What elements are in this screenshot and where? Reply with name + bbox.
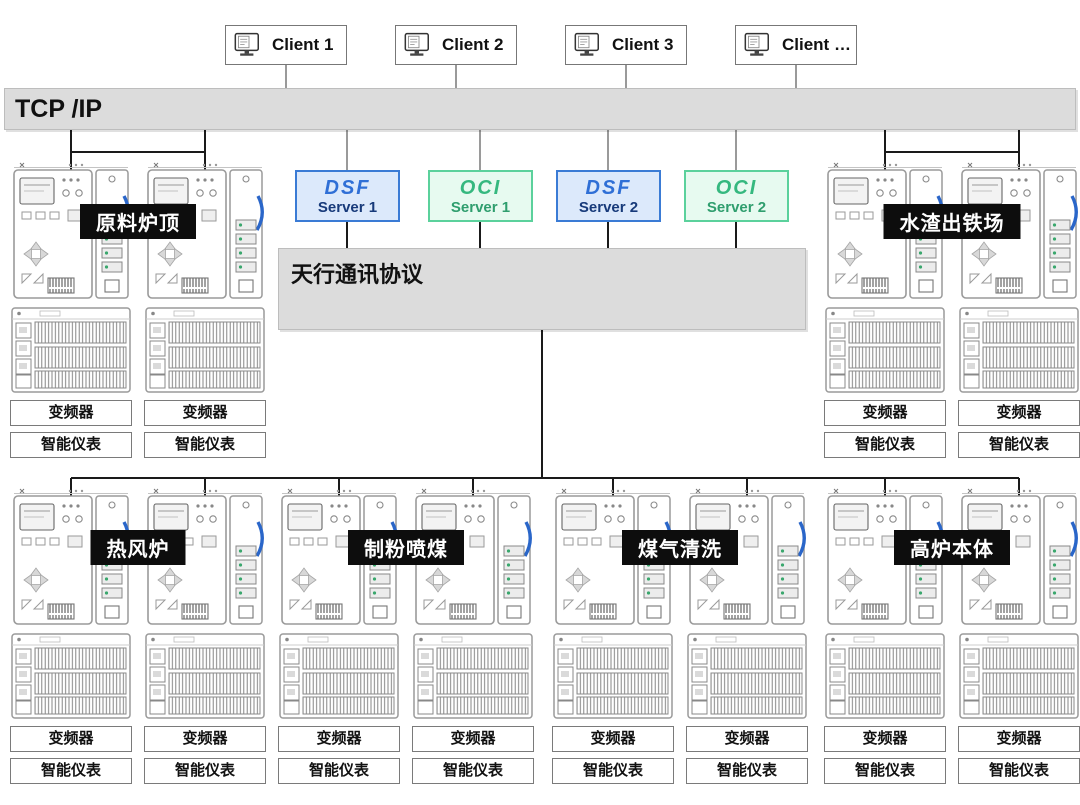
station-group-coal-pulverizing-injection: 变频器 变频器 智能仪表 智能仪表 制粉喷煤 xyxy=(278,488,534,788)
station-group-hot-blast-stove: 变频器 变频器 智能仪表 智能仪表 热风炉 xyxy=(10,488,266,788)
station-group-gas-cleaning: 变频器 变频器 智能仪表 智能仪表 煤气清洗 xyxy=(552,488,808,788)
meter-row: 智能仪表 智能仪表 xyxy=(552,758,808,784)
oci-logo: OCI xyxy=(715,176,758,199)
io-rack-icon xyxy=(278,632,400,720)
vfd-row: 变频器 变频器 xyxy=(278,726,534,752)
station-label: 制粉喷煤 xyxy=(348,530,464,565)
station-label: 原料炉顶 xyxy=(80,204,196,239)
meter-row: 智能仪表 智能仪表 xyxy=(824,432,1080,458)
io-rack-row xyxy=(824,306,1080,394)
vfd-box: 变频器 xyxy=(824,400,946,426)
vfd-box: 变频器 xyxy=(412,726,534,752)
dsf-logo: DSF xyxy=(585,176,632,199)
client-label: Client … xyxy=(782,35,851,54)
io-rack-icon xyxy=(958,306,1080,394)
client-node-1: Client 1 xyxy=(225,25,347,65)
station-group-slag-casting-yard: 变频器 变频器 智能仪表 智能仪表 水渣出铁场 xyxy=(824,162,1080,462)
vfd-box: 变频器 xyxy=(144,400,266,426)
meter-box: 智能仪表 xyxy=(10,432,132,458)
meter-box: 智能仪表 xyxy=(958,432,1080,458)
meter-row: 智能仪表 智能仪表 xyxy=(10,432,266,458)
io-rack-row xyxy=(552,632,808,720)
server-name: Server 2 xyxy=(706,198,767,216)
server-name: Server 1 xyxy=(450,198,511,216)
station-label: 热风炉 xyxy=(90,530,186,565)
oci-logo: OCI xyxy=(459,176,502,199)
client-label: Client 2 xyxy=(442,35,504,54)
io-rack-icon xyxy=(686,632,808,720)
io-rack-icon xyxy=(824,306,946,394)
meter-box: 智能仪表 xyxy=(958,758,1080,784)
tcp-ip-bus-bar: TCP /IP xyxy=(4,88,1076,130)
io-rack-icon xyxy=(412,632,534,720)
vfd-box: 变频器 xyxy=(10,726,132,752)
io-rack-row xyxy=(10,306,266,394)
meter-row: 智能仪表 智能仪表 xyxy=(10,758,266,784)
meter-box: 智能仪表 xyxy=(686,758,808,784)
computer-icon xyxy=(574,32,604,59)
io-rack-icon xyxy=(552,632,674,720)
io-rack-icon xyxy=(144,632,266,720)
client-label: Client 1 xyxy=(272,35,334,54)
server-node-dsf-1: DSF Server 1 xyxy=(295,170,400,222)
io-rack-row xyxy=(824,632,1080,720)
dsf-logo: DSF xyxy=(324,176,371,199)
computer-icon xyxy=(404,32,434,59)
protocol-bus-bar: 天行通讯协议 xyxy=(278,248,806,330)
station-label: 高炉本体 xyxy=(894,530,1010,565)
io-rack-icon xyxy=(10,306,132,394)
vfd-box: 变频器 xyxy=(144,726,266,752)
io-rack-icon xyxy=(824,632,946,720)
station-label: 水渣出铁场 xyxy=(883,204,1021,239)
meter-box: 智能仪表 xyxy=(278,758,400,784)
vfd-box: 变频器 xyxy=(958,400,1080,426)
meter-box: 智能仪表 xyxy=(824,432,946,458)
meter-row: 智能仪表 智能仪表 xyxy=(278,758,534,784)
io-rack-icon xyxy=(10,632,132,720)
computer-icon xyxy=(234,32,264,59)
vfd-box: 变频器 xyxy=(686,726,808,752)
station-group-blast-furnace-proper: 变频器 变频器 智能仪表 智能仪表 高炉本体 xyxy=(824,488,1080,788)
vfd-row: 变频器 变频器 xyxy=(10,400,266,426)
computer-icon xyxy=(744,32,774,59)
meter-box: 智能仪表 xyxy=(412,758,534,784)
vfd-row: 变频器 变频器 xyxy=(552,726,808,752)
io-rack-row xyxy=(10,632,266,720)
station-group-raw-material-furnace-top: 变频器 变频器 智能仪表 智能仪表 原料炉顶 xyxy=(10,162,266,462)
meter-box: 智能仪表 xyxy=(824,758,946,784)
server-name: Server 2 xyxy=(578,198,639,216)
server-node-oci-1: OCI Server 1 xyxy=(428,170,533,222)
vfd-box: 变频器 xyxy=(278,726,400,752)
vfd-box: 变频器 xyxy=(824,726,946,752)
client-label: Client 3 xyxy=(612,35,674,54)
server-node-dsf-2: DSF Server 2 xyxy=(556,170,661,222)
protocol-label: 天行通讯协议 xyxy=(291,262,424,287)
station-label: 煤气清洗 xyxy=(622,530,738,565)
meter-box: 智能仪表 xyxy=(144,758,266,784)
meter-row: 智能仪表 智能仪表 xyxy=(824,758,1080,784)
tcp-ip-label: TCP /IP xyxy=(15,95,103,123)
io-rack-icon xyxy=(958,632,1080,720)
vfd-box: 变频器 xyxy=(552,726,674,752)
io-rack-row xyxy=(278,632,534,720)
meter-box: 智能仪表 xyxy=(144,432,266,458)
io-rack-icon xyxy=(144,306,266,394)
server-node-oci-2: OCI Server 2 xyxy=(684,170,789,222)
meter-box: 智能仪表 xyxy=(10,758,132,784)
vfd-row: 变频器 变频器 xyxy=(10,726,266,752)
vfd-box: 变频器 xyxy=(10,400,132,426)
vfd-row: 变频器 变频器 xyxy=(824,400,1080,426)
vfd-box: 变频器 xyxy=(958,726,1080,752)
client-node-3: Client 3 xyxy=(565,25,687,65)
vfd-row: 变频器 变频器 xyxy=(824,726,1080,752)
client-node-more: Client … xyxy=(735,25,857,65)
server-name: Server 1 xyxy=(317,198,378,216)
meter-box: 智能仪表 xyxy=(552,758,674,784)
client-node-2: Client 2 xyxy=(395,25,517,65)
